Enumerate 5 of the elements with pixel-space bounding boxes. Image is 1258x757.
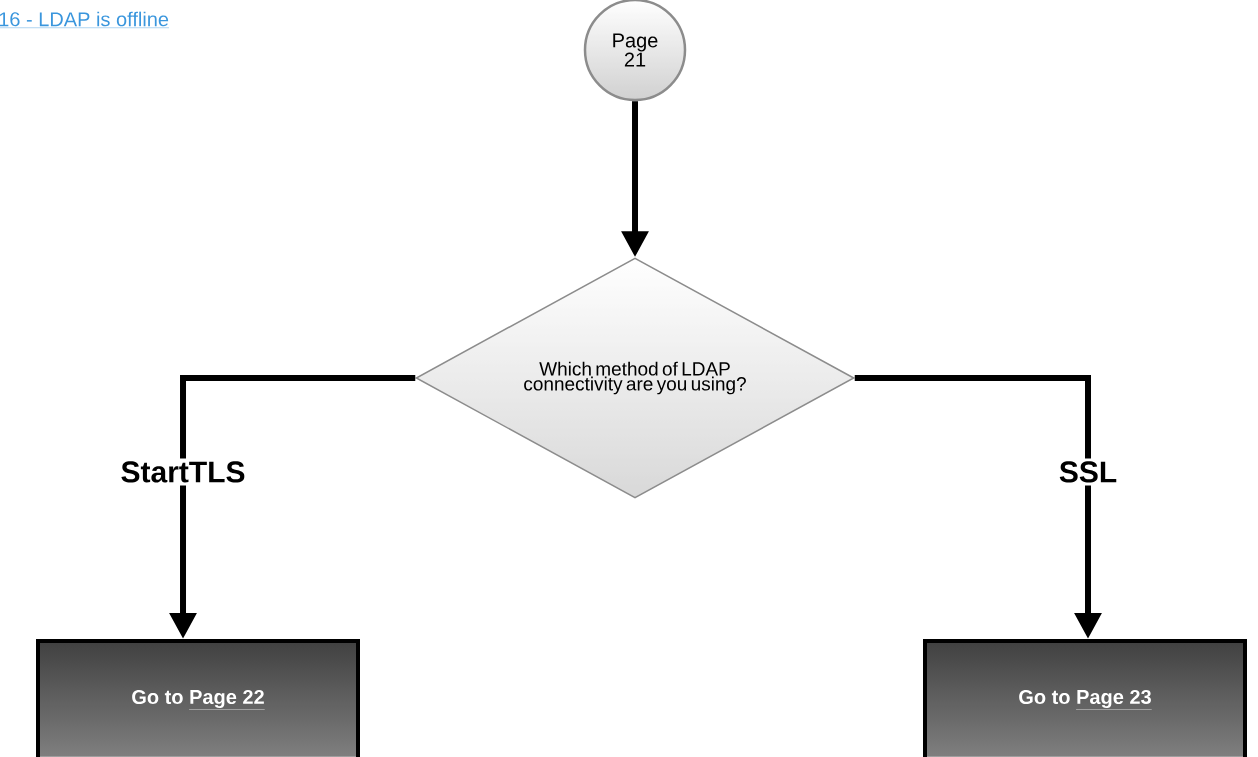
process-box: Go to Page 22 (36, 639, 360, 757)
process-box: Go to Page 23 (923, 639, 1247, 757)
page-link: 16 - LDAP is offline (0, 11, 170, 28)
edge-label: SSL (1055, 458, 1121, 486)
edge-label: StartTLS (117, 458, 249, 486)
